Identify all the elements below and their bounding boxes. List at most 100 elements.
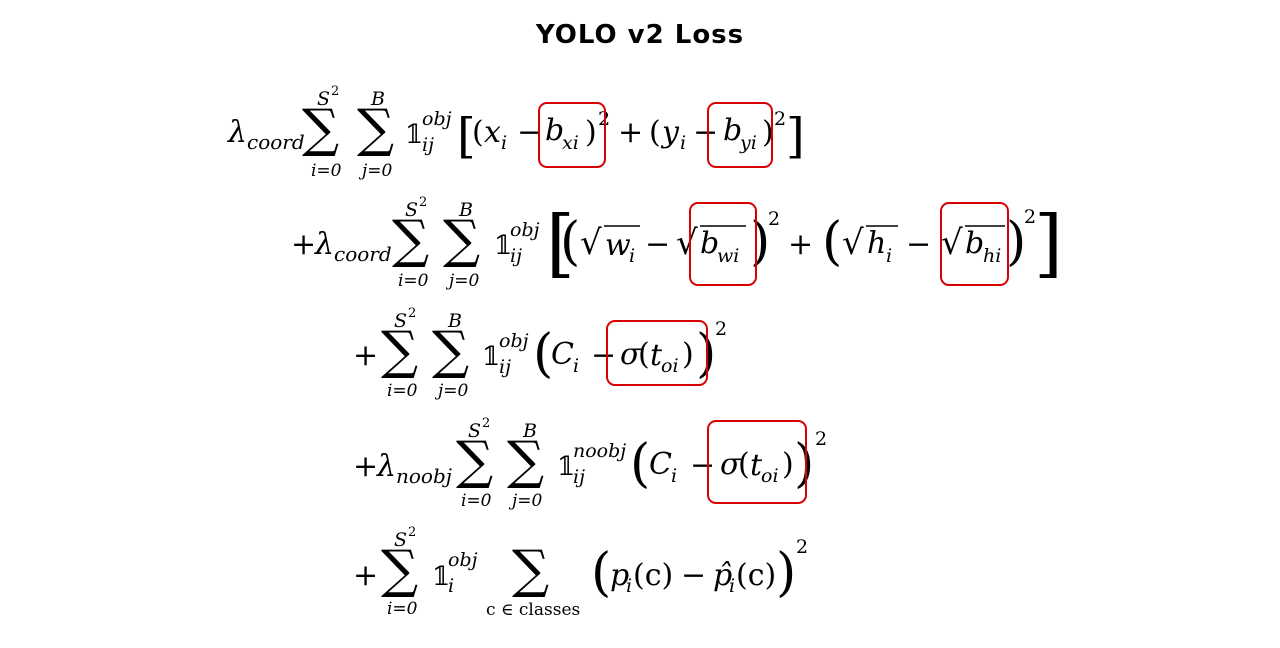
sum-upper-limit-exp: 2 [482,416,491,431]
lambda-symbol: λ [377,449,397,484]
term-b: b [965,226,985,261]
plus-sign: + [788,227,814,262]
lambda-symbol: λ [228,115,248,150]
exponent-2: 2 [1024,206,1037,228]
close-paren: ) [762,115,774,150]
lambda-symbol: λ [315,227,335,262]
lambda-subscript-noobj: noobj [396,464,452,488]
exponent-2: 2 [774,108,787,130]
term-w: w [605,228,631,263]
term-h: h [867,226,887,261]
sum-upper-limit-s: S [394,310,408,332]
sum-symbol-i: ∑ [381,540,419,600]
term-b-subscript-wi: wi [717,245,740,267]
lambda-subscript-coord: coord [247,130,305,154]
sum-lower-limit-i: i=0 [387,381,418,401]
term-c-subscript: i [573,355,580,377]
indicator-symbol: 𝟙 [557,452,576,482]
term-b: b [545,113,565,148]
term-t: t [750,448,763,483]
highlight-box-byi [707,102,773,168]
open-paren-large: ( [630,434,651,494]
sum-upper-limit-s: S [394,529,408,551]
open-paren-large: ( [591,543,612,603]
exponent-2: 2 [796,536,809,558]
sum-symbol-i: ∑ [381,321,419,381]
indicator-symbol: 𝟙 [482,342,501,372]
term-b: b [723,113,743,148]
open-paren-large: ( [533,324,554,384]
term-p-hat-argument: (c) [736,558,777,593]
indicator-subscript-ij: ij [573,466,585,488]
sum-symbol-j: ∑ [507,431,545,491]
indicator-superscript-obj: obj [499,330,529,352]
minus-sign: − [591,338,617,373]
sum-lower-limit-i: i=0 [398,271,429,291]
plus-sign: + [353,449,379,484]
sum-lower-limit-j: j=0 [512,491,543,511]
plus-sign: + [291,227,317,262]
sum-upper-limit-b: B [371,88,385,110]
sum-lower-limit-i: i=0 [387,599,418,619]
open-paren: ( [649,115,661,150]
term-p-argument: (c) [633,558,674,593]
term-p-hat: p̂ [713,558,733,593]
sum-lower-limit-j: j=0 [449,271,480,291]
minus-sign: − [693,115,719,150]
sum-upper-limit-b: B [523,420,537,442]
sum-lower-limit-j: j=0 [438,381,469,401]
open-paren: ( [638,337,650,372]
sum-lower-limit-i: i=0 [461,491,492,511]
term-p-subscript: i [626,575,633,597]
term-b: b [700,226,720,261]
sum-symbol-j: ∑ [432,321,470,381]
sum-symbol-c: ∑ [512,540,550,600]
plus-sign: + [353,558,379,593]
indicator-subscript-ij: ij [510,245,522,267]
term-b-subscript-hi: hi [983,245,1002,267]
sqrt-symbol: √ [676,223,698,263]
close-bracket: ] [786,108,805,164]
sqrt-symbol: √ [941,223,963,263]
term-c-subscript: i [671,465,678,487]
page-title: YOLO v2 Loss [535,20,745,50]
indicator-subscript-ij: ij [499,356,511,378]
open-paren: ( [738,447,750,482]
lambda-subscript-coord: coord [334,242,392,266]
indicator-subscript-i: i [448,575,455,597]
close-paren: ) [682,337,694,372]
sum-symbol-j: ∑ [357,99,395,159]
indicator-symbol: 𝟙 [405,120,424,150]
term-y-subscript: i [680,132,687,154]
sum-upper-limit-exp: 2 [419,195,428,210]
indicator-symbol: 𝟙 [494,231,513,261]
term-b-subscript-yi: yi [740,132,757,154]
minus-sign: − [645,227,671,262]
minus-sign: − [906,227,932,262]
sum-upper-limit-s: S [405,199,419,221]
minus-sign: − [681,558,707,593]
highlight-box-sigma-toi [606,320,708,386]
indicator-superscript-obj: obj [422,108,452,130]
sum-symbol-i: ∑ [456,431,494,491]
highlight-box-sqrt-bwi [689,202,757,286]
term-x: x [484,115,501,150]
plus-sign: + [353,338,379,373]
indicator-subscript-ij: ij [422,134,434,156]
term-t: t [650,338,663,373]
open-paren-large: ( [822,212,843,272]
open-paren-large: ( [560,212,581,272]
sqrt-symbol: √ [842,223,864,263]
term-y: y [662,115,679,150]
sum-upper-limit-exp: 2 [331,84,340,99]
open-paren: ( [472,115,484,150]
sum-upper-limit-s: S [317,88,331,110]
highlight-box-sqrt-bhi [940,202,1009,286]
close-paren: ) [585,115,597,150]
sum-lower-limit-i: i=0 [311,161,342,181]
term-t-subscript-oi: oi [661,355,679,377]
close-bracket-large: ] [1034,200,1063,286]
term-h-subscript: i [886,245,893,267]
